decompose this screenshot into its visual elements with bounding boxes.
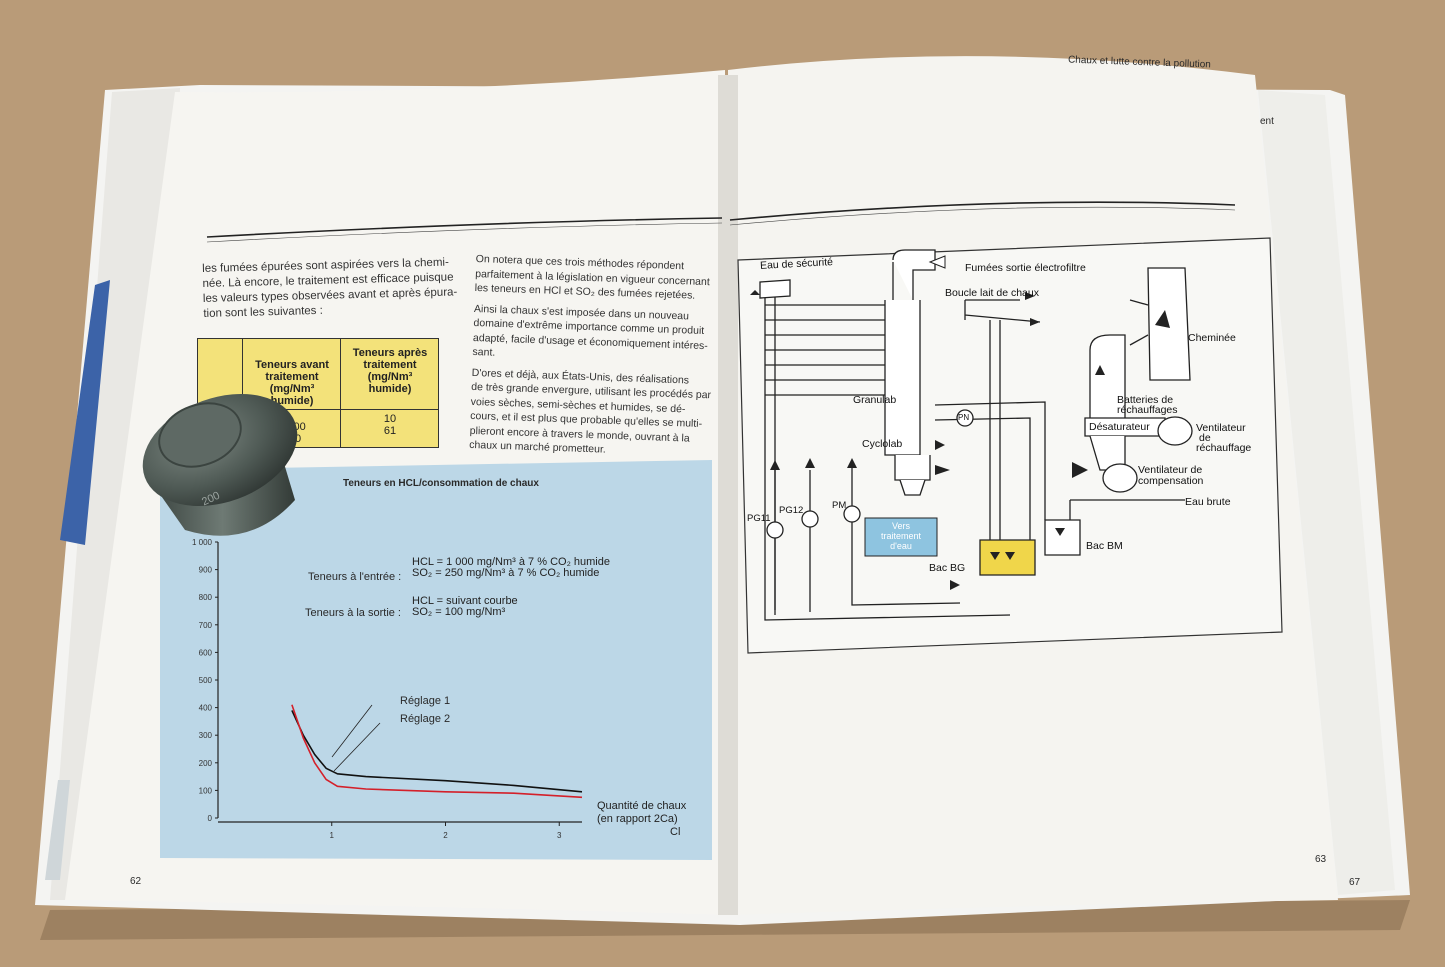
y-tick-label: 400 bbox=[199, 704, 213, 713]
x-tick-label: 3 bbox=[557, 831, 562, 840]
series-line-2 bbox=[291, 704, 583, 799]
page-number-left: 62 bbox=[130, 876, 142, 887]
label-boucle: Boucle lait de chaux bbox=[945, 287, 1039, 299]
entry-values: HCL = 1 000 mg/Nm³ à 7 % CO₂ humide SO₂ … bbox=[412, 556, 610, 579]
chart-axes: 0 100 200 300 400 500 600 700 800 900 1 000 1 2 3 bbox=[192, 538, 582, 840]
label-granulab: Granulab bbox=[853, 394, 897, 406]
entry-label: Teneurs à l'entrée : bbox=[308, 571, 402, 583]
x-axis-label: Quantité de chaux (en rapport 2Ca) Cl bbox=[597, 800, 687, 838]
y-tick-label: 700 bbox=[199, 621, 213, 630]
label-cyclolab: Cyclolab bbox=[862, 438, 903, 450]
label-pn: PN bbox=[958, 413, 970, 422]
label-pg11: PG11 bbox=[747, 513, 771, 524]
y-tick-label: 500 bbox=[199, 676, 213, 685]
reglage-2-pointer bbox=[333, 722, 381, 772]
label-desaturateur: Désaturateur bbox=[1089, 421, 1150, 433]
y-tick-label: 600 bbox=[199, 648, 213, 657]
reglage-2-label: Réglage 2 bbox=[400, 713, 451, 725]
label-pg12: PG12 bbox=[779, 505, 804, 516]
y-tick-label: 0 bbox=[208, 814, 213, 823]
y-tick-label: 1 000 bbox=[192, 538, 213, 547]
chart-series bbox=[291, 704, 583, 799]
y-tick-label: 900 bbox=[199, 566, 213, 575]
y-tick-label: 300 bbox=[199, 731, 213, 740]
chart-title: Teneurs en HCL/consommation de chaux bbox=[343, 478, 539, 489]
reglage-1-label: Réglage 1 bbox=[400, 695, 451, 707]
y-tick-label: 800 bbox=[199, 593, 213, 602]
x-tick-label: 1 bbox=[330, 831, 335, 840]
series-line-1 bbox=[291, 710, 583, 793]
table-cell: 10 bbox=[383, 413, 397, 425]
label-eau-brute: Eau brute bbox=[1185, 496, 1231, 508]
label-bac-bm: Bac BM bbox=[1086, 540, 1123, 552]
reglage-1-pointer bbox=[331, 704, 373, 758]
y-tick-label: 100 bbox=[199, 786, 213, 795]
label-bac-bg: Bac BG bbox=[929, 562, 966, 574]
edge-fragment: ent bbox=[1260, 116, 1274, 127]
label-fumees: Fumées sortie électrofiltre bbox=[965, 262, 1086, 274]
metal-weight: 200 bbox=[142, 393, 298, 536]
page-number-back: 67 bbox=[1349, 877, 1361, 888]
exit-values: HCL = suivant courbe SO₂ = 100 mg/Nm³ bbox=[412, 595, 518, 618]
x-tick-label: 2 bbox=[443, 831, 448, 840]
exit-label: Teneurs à la sortie : bbox=[305, 607, 401, 619]
page-number-right: 63 bbox=[1315, 854, 1327, 865]
label-cheminee: Cheminée bbox=[1188, 332, 1236, 344]
label-pm: PM bbox=[832, 500, 847, 511]
y-tick-label: 200 bbox=[199, 759, 213, 768]
table-cell: 61 bbox=[383, 425, 397, 437]
